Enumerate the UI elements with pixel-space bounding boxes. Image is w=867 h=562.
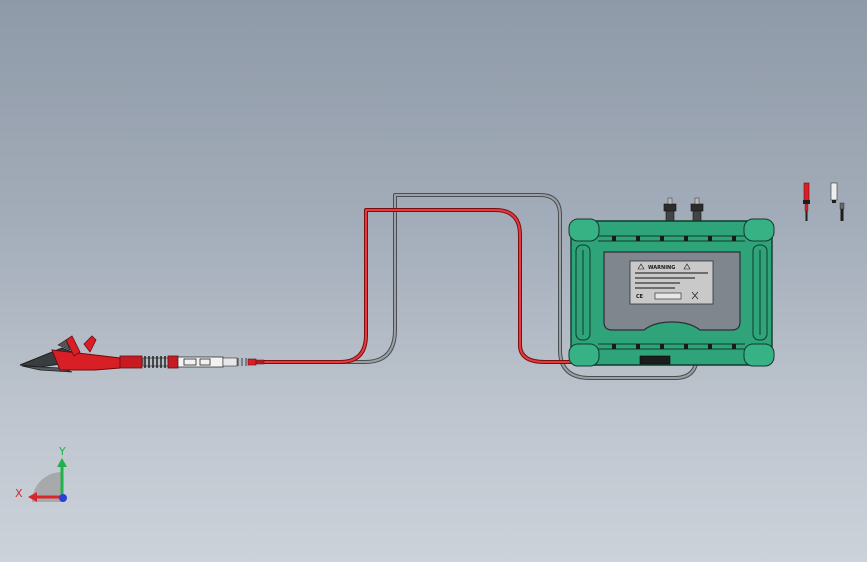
spare-probe-gray[interactable] (830, 182, 845, 221)
y-axis-label: Y (58, 445, 66, 458)
z-axis-dot-icon (59, 494, 67, 502)
test-instrument[interactable]: WARNING CE (568, 197, 775, 367)
warning-label: WARNING CE (629, 260, 714, 305)
gray-test-lead[interactable] (260, 193, 699, 380)
warning-title: WARNING (648, 265, 675, 271)
ce-mark: CE (636, 294, 644, 300)
orientation-triad: Y X (15, 445, 67, 502)
y-axis-arrow-icon (57, 458, 67, 467)
spare-probe-red[interactable] (803, 182, 810, 221)
alligator-clip-probe[interactable] (19, 335, 265, 373)
red-test-lead[interactable] (260, 208, 657, 364)
x-axis-label: X (15, 487, 23, 500)
x-axis-arrow-icon (28, 492, 37, 502)
